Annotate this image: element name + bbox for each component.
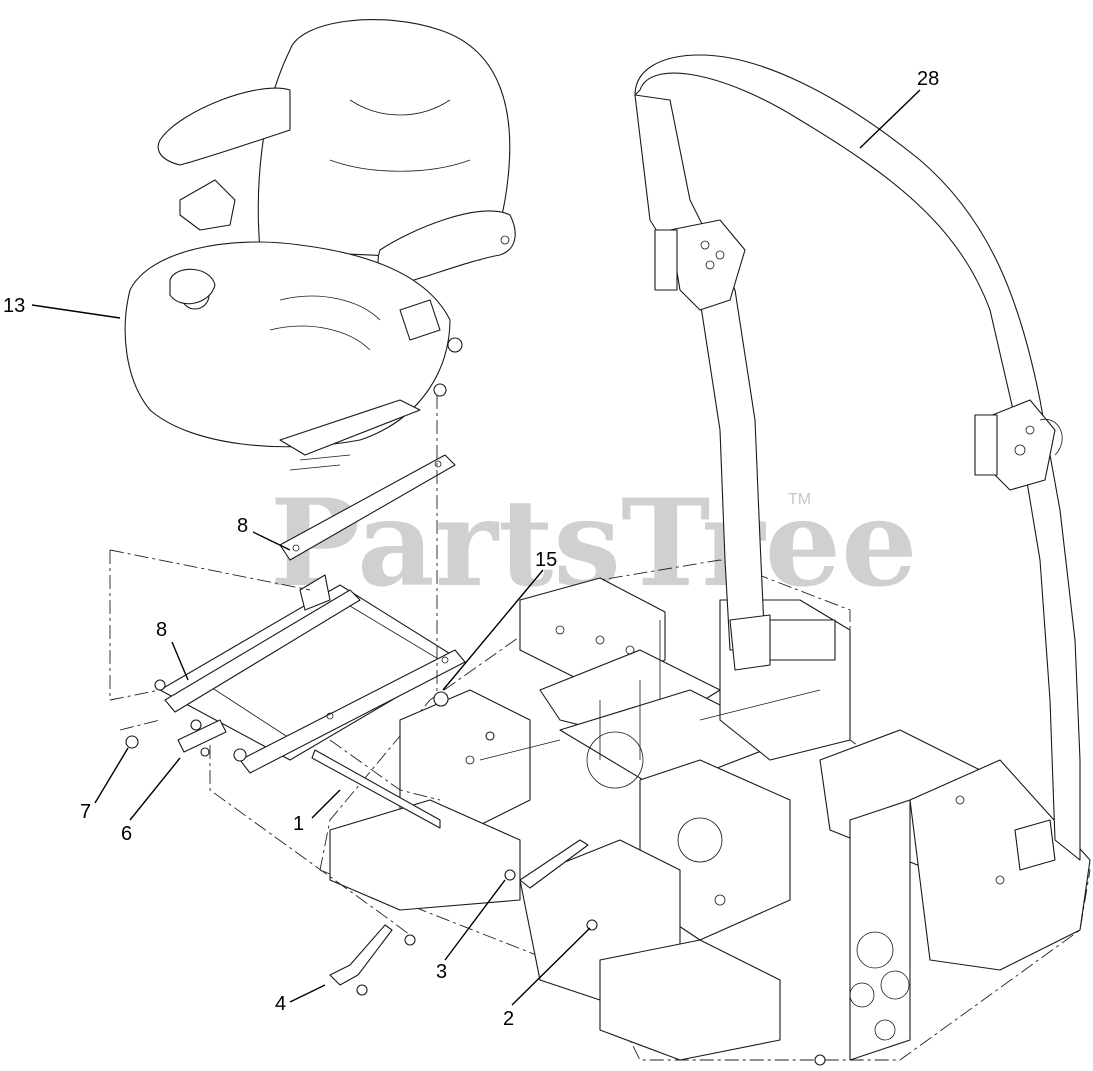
seat-assembly [124, 19, 516, 471]
callout-4: 4 [275, 993, 286, 1015]
dash-guides [109, 395, 441, 936]
leader-lines [31, 89, 921, 1006]
watermark-trademark: TM [788, 491, 811, 508]
callout-8-upper: 8 [237, 515, 248, 537]
callout-6: 6 [121, 823, 132, 845]
seat-rail-8-upper [279, 454, 456, 561]
roll-bar [634, 54, 1081, 871]
callout-28: 28 [917, 68, 939, 90]
callout-7: 7 [80, 801, 91, 823]
callout-1: 1 [293, 813, 304, 835]
frame-assembly [319, 559, 1091, 1061]
hardware [125, 691, 826, 1066]
callout-3: 3 [436, 961, 447, 983]
seat-base-frame [154, 574, 466, 774]
callout-labels: 13 28 8 15 8 7 6 1 3 2 4 [3, 68, 939, 1030]
callout-2: 2 [503, 1008, 514, 1030]
callout-13: 13 [3, 295, 25, 317]
callout-8-lower: 8 [156, 619, 167, 641]
callout-15: 15 [535, 549, 557, 571]
